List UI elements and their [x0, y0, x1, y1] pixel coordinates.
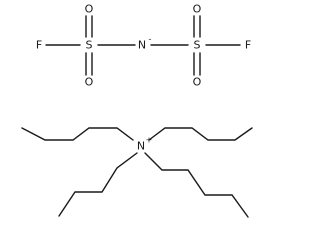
atom-o-right-top: O [193, 3, 202, 16]
chemical-structure-diagram: F S O O N - S O O F N + [21, 3, 253, 218]
atom-s-left: S [86, 39, 93, 52]
atom-s-right: S [194, 39, 201, 52]
atom-f-left: F [36, 39, 42, 52]
atom-o-left-top: O [85, 3, 94, 16]
butyl-chain-left [21, 127, 134, 141]
charge-negative: - [149, 35, 152, 44]
atom-n-anion: N [138, 39, 146, 52]
atom-f-right: F [245, 39, 251, 52]
anion-structure: F S O O N - S O O F [36, 3, 251, 89]
butyl-chain-lower-left [58, 152, 138, 217]
butyl-chain-lower-right [144, 152, 249, 218]
charge-positive: + [146, 136, 153, 145]
atom-o-right-bottom: O [193, 76, 202, 89]
atom-o-left-bottom: O [85, 76, 94, 89]
cation-structure: N + [21, 127, 253, 218]
butyl-chain-right [148, 127, 253, 141]
atom-n-cation: N [137, 140, 145, 153]
